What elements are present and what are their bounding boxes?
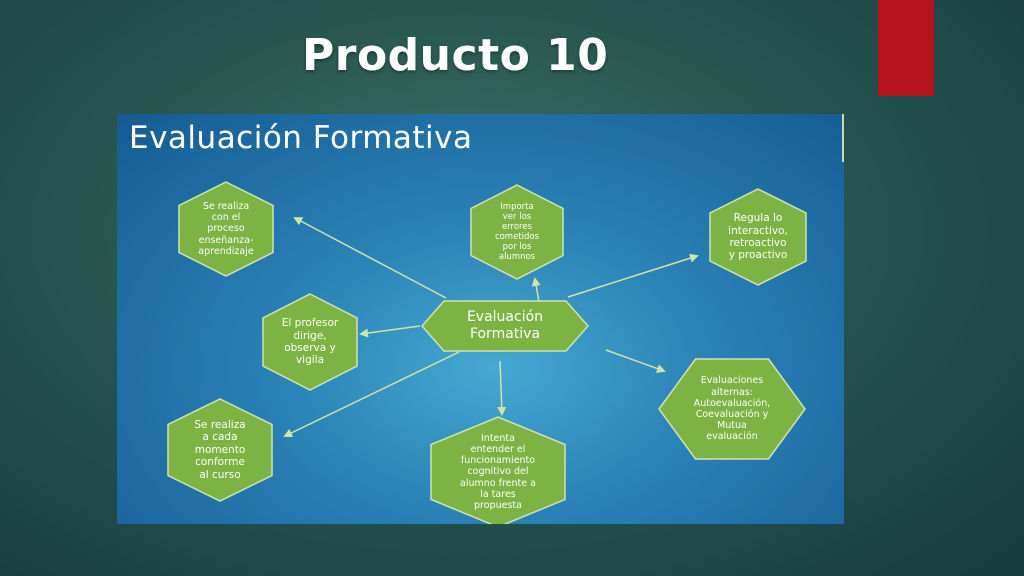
concept-hexagon xyxy=(167,398,273,502)
center-hexagon xyxy=(421,300,589,352)
panel-edge-divider xyxy=(842,114,844,162)
diagram-canvas xyxy=(167,181,807,524)
concept-label: Intenta entender el funcionamiento cogni… xyxy=(460,432,536,511)
diagram-heading: Evaluación Formativa xyxy=(129,120,473,156)
concept-label: Se realiza a cada momento conforme al cu… xyxy=(194,419,246,481)
connector-arrow xyxy=(283,351,460,438)
concept-hexagon xyxy=(658,358,806,460)
center-label: Evaluación Formativa xyxy=(466,309,544,342)
connector-arrow xyxy=(567,253,699,298)
accent-tab xyxy=(878,0,934,96)
connector-arrow xyxy=(531,277,541,303)
connector-arrow xyxy=(293,217,447,299)
connector-arrow xyxy=(359,325,421,338)
concept-label: Importa ver los errores cometidos por lo… xyxy=(494,201,540,263)
connector-arrow xyxy=(497,360,507,416)
concept-hexagon xyxy=(262,293,358,391)
concept-label: Se realiza con el proceso enseñanza- apr… xyxy=(198,200,254,257)
slide-title: Producto 10 xyxy=(302,30,609,81)
concept-hexagon xyxy=(709,188,807,286)
concept-hexagon xyxy=(178,181,274,277)
concept-hexagon xyxy=(470,184,564,280)
concept-label: Evaluaciones alternas: Autoevaluación, C… xyxy=(693,375,771,443)
connector-arrow xyxy=(605,349,666,373)
concept-label: El profesor dirige, observa y vigila xyxy=(281,317,339,367)
diagram-panel: Evaluación Formativa Se realiza con el p… xyxy=(117,114,844,524)
concept-label: Regula lo interactivo, retroactivo y pro… xyxy=(728,212,788,262)
concept-hexagon xyxy=(430,416,566,524)
